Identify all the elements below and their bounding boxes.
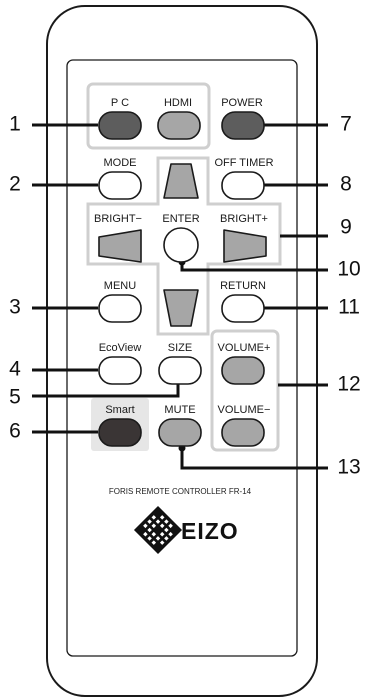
mode-label: MODE — [104, 157, 137, 169]
callout-3: 3 — [9, 296, 21, 319]
callout-11: 11 — [338, 296, 360, 319]
bright-minus-button[interactable] — [98, 229, 142, 263]
volume-plus-button[interactable] — [221, 356, 265, 385]
callout-2: 2 — [9, 173, 21, 196]
button-panel — [66, 59, 298, 657]
eizo-checkered-diamond-icon — [133, 505, 183, 555]
off-timer-label: OFF TIMER — [214, 157, 273, 169]
size-label: SIZE — [168, 342, 192, 354]
dpad-group-outline — [86, 156, 282, 336]
leader-5 — [32, 380, 180, 398]
callout-10: 10 — [337, 258, 360, 281]
mute-button[interactable] — [158, 418, 202, 447]
power-button[interactable] — [221, 111, 265, 140]
smart-label: Smart — [105, 404, 134, 416]
ecoview-button[interactable] — [98, 356, 142, 385]
hdmi-label: HDMI — [164, 97, 192, 109]
volume-minus-button[interactable] — [221, 418, 265, 447]
bright-plus-label: BRIGHT+ — [220, 213, 268, 225]
input-group-outline — [86, 82, 211, 150]
volume-group-outline — [210, 329, 280, 452]
leader-13 — [180, 448, 328, 470]
callout-12: 12 — [337, 373, 360, 396]
size-button[interactable] — [158, 356, 202, 385]
callout-8: 8 — [340, 173, 352, 196]
callout-7: 7 — [340, 113, 352, 136]
return-label: RETURN — [220, 280, 266, 292]
callout-4: 4 — [9, 358, 21, 381]
model-label: FORIS REMOTE CONTROLLER FR-14 — [109, 487, 252, 496]
enter-label: ENTER — [162, 213, 199, 225]
return-button[interactable] — [221, 294, 265, 323]
ecoview-label: EcoView — [99, 342, 142, 354]
hdmi-button[interactable] — [157, 111, 201, 140]
off-timer-button[interactable] — [221, 171, 265, 200]
bright-plus-button[interactable] — [223, 229, 267, 263]
brand-logo-text: EIZO — [181, 518, 239, 544]
power-label: POWER — [221, 97, 263, 109]
callout-9: 9 — [340, 216, 352, 239]
mute-label: MUTE — [164, 404, 195, 416]
mode-button[interactable] — [98, 171, 142, 200]
pc-button[interactable] — [98, 111, 142, 140]
volume-minus-label: VOLUME− — [218, 404, 271, 416]
up-arrow-button[interactable] — [163, 163, 199, 199]
callout-6: 6 — [9, 420, 21, 443]
enter-button[interactable] — [163, 227, 199, 263]
down-arrow-button[interactable] — [163, 289, 199, 327]
bright-minus-label: BRIGHT− — [94, 213, 142, 225]
callout-5: 5 — [9, 386, 21, 409]
pc-label: P C — [111, 97, 129, 109]
smart-button[interactable] — [98, 418, 142, 447]
callout-1: 1 — [9, 113, 21, 136]
volume-plus-label: VOLUME+ — [218, 342, 271, 354]
menu-label: MENU — [104, 280, 136, 292]
callout-13: 13 — [337, 456, 360, 479]
menu-button[interactable] — [98, 294, 142, 323]
